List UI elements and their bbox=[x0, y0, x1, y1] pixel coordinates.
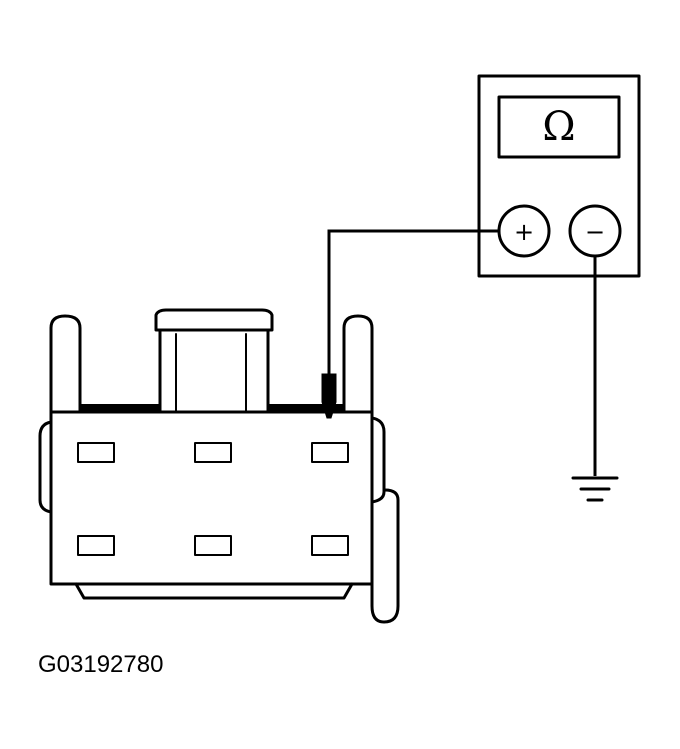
connector-bottom-skirt bbox=[74, 582, 354, 600]
ground-icon bbox=[571, 476, 619, 502]
connector-top-edge-right bbox=[268, 404, 344, 412]
negative-terminal-label: − bbox=[585, 218, 605, 246]
electrical-connector bbox=[38, 308, 400, 624]
meter-body bbox=[477, 74, 641, 278]
pin-cavity-6 bbox=[311, 535, 349, 556]
pin-cavity-3 bbox=[311, 442, 349, 463]
figure-reference-code: G03192780 bbox=[38, 651, 164, 678]
connector-right-clip bbox=[370, 488, 400, 624]
positive-lead-wire bbox=[327, 229, 499, 378]
connector-body bbox=[49, 410, 374, 586]
pin-cavity-4 bbox=[77, 535, 115, 556]
ohm-symbol: Ω bbox=[542, 104, 575, 150]
pin-cavity-1 bbox=[77, 442, 115, 463]
pin-cavity-5 bbox=[194, 535, 232, 556]
positive-test-lead bbox=[321, 229, 499, 419]
connector-right-ridge bbox=[370, 416, 386, 504]
pin-cavity-2 bbox=[194, 442, 232, 463]
ohmmeter: Ω + − bbox=[477, 74, 641, 278]
connector-left-ridge bbox=[38, 420, 53, 514]
positive-terminal-label: + bbox=[514, 218, 534, 246]
connector-top-edge-left bbox=[80, 404, 160, 412]
connector-left-latch bbox=[49, 314, 82, 414]
meter-display bbox=[497, 95, 621, 159]
connector-right-latch bbox=[342, 314, 374, 414]
connector-lock-tab bbox=[154, 308, 274, 414]
negative-test-lead bbox=[571, 256, 619, 502]
